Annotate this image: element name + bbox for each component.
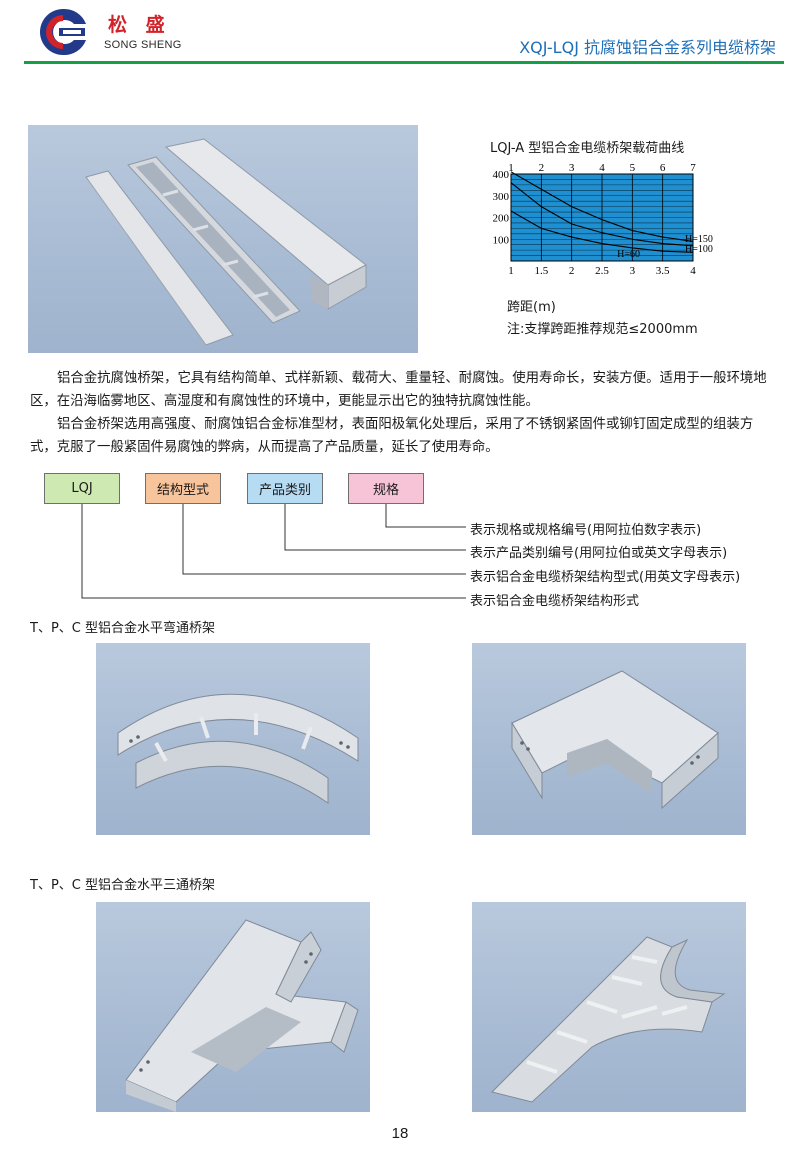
chart-note: 注:支撑跨距推荐规范≤2000mm — [507, 322, 698, 337]
code-desc-category: 表示产品类别编号(用阿拉伯或英文字母表示) — [470, 546, 728, 561]
chart-top-tick-label: 1 — [508, 162, 514, 174]
horizontal-bend-trough-photo — [472, 643, 746, 835]
code-desc-structure-type: 表示铝合金电缆桥架结构型式(用英文字母表示) — [470, 570, 741, 585]
chart-series-line — [510, 210, 694, 253]
tray-components-photo — [28, 125, 418, 353]
document-title: XQJ-LQJ 抗腐蚀铝合金系列电缆桥架 — [519, 38, 776, 57]
code-box-lqj: LQJ — [44, 473, 120, 504]
brand-name-en: SONG SHENG — [104, 39, 182, 51]
header-divider — [24, 61, 784, 64]
code-desc-structure-form: 表示铝合金电缆桥架结构形式 — [470, 594, 640, 609]
chart-bottom-tick-label: 4 — [690, 265, 696, 277]
chart-x-axis-label: 跨距(m) — [507, 300, 556, 315]
songsheng-logo — [40, 8, 86, 56]
chart-top-tick-label: 6 — [660, 162, 666, 174]
chart-series-line — [510, 182, 694, 247]
chart-series-line — [510, 171, 694, 242]
horizontal-tee-trough-photo — [96, 902, 370, 1112]
chart-top-tick-label: 3 — [569, 162, 575, 174]
code-box-product-category: 产品类别 — [247, 473, 323, 504]
chart-bottom-tick-label: 2 — [569, 265, 575, 277]
chart-bottom-tick-label: 1 — [508, 265, 514, 277]
chart-title: LQJ-A 型铝合金电缆桥架载荷曲线 — [490, 141, 685, 156]
chart-y-tick-label: 400 — [493, 169, 510, 181]
chart-curve-label: H=60 — [617, 249, 640, 260]
chart-y-tick-label: 300 — [493, 191, 510, 203]
chart-curve-label: H=100 — [685, 244, 713, 255]
chart-frame — [510, 173, 694, 262]
chart-top-tick-label: 2 — [539, 162, 545, 174]
chart-bottom-tick-label: 3 — [630, 265, 636, 277]
chart-y-tick-label: 100 — [493, 234, 510, 246]
model-code-connectors — [81, 504, 466, 599]
brand-name-cn: 松 盛 — [108, 14, 171, 36]
page-number: 18 — [391, 1125, 409, 1142]
chart-bottom-tick-label: 2.5 — [595, 265, 609, 277]
code-desc-specification: 表示规格或规格编号(用阿拉伯数字表示) — [470, 523, 702, 538]
code-box-specification: 规格 — [348, 473, 424, 504]
code-box-structure-type: 结构型式 — [145, 473, 221, 504]
section-title-horizontal-bend: T、P、C 型铝合金水平弯通桥架 — [30, 621, 215, 636]
paragraph-materials: 铝合金桥架选用高强度、耐腐蚀铝合金标准型材，表面阳极氧化处理后，采用了不锈钢紧固… — [30, 417, 754, 455]
paragraph-features: 铝合金抗腐蚀桥架，它具有结构简单、式样新颖、载荷大、重量轻、耐腐蚀。使用寿命长，… — [30, 371, 767, 409]
load-curve-chart: 1 2 3 4 5 6 7 1 1.5 2 2.5 3 3.5 4 400 300 200 100 H=150H=1… — [493, 162, 713, 277]
chart-top-tick-label: 7 — [690, 162, 696, 174]
chart-y-tick-label: 200 — [493, 213, 510, 225]
chart-curve-label: H=150 — [685, 234, 713, 245]
horizontal-tee-ladder-photo — [472, 902, 746, 1112]
chart-bottom-tick-label: 3.5 — [656, 265, 670, 277]
chart-bottom-tick-label: 1.5 — [534, 265, 548, 277]
section-title-horizontal-tee: T、P、C 型铝合金水平三通桥架 — [30, 878, 215, 893]
chart-top-tick-label: 5 — [630, 162, 636, 174]
horizontal-bend-ladder-photo — [96, 643, 370, 835]
chart-top-tick-label: 4 — [599, 162, 605, 174]
